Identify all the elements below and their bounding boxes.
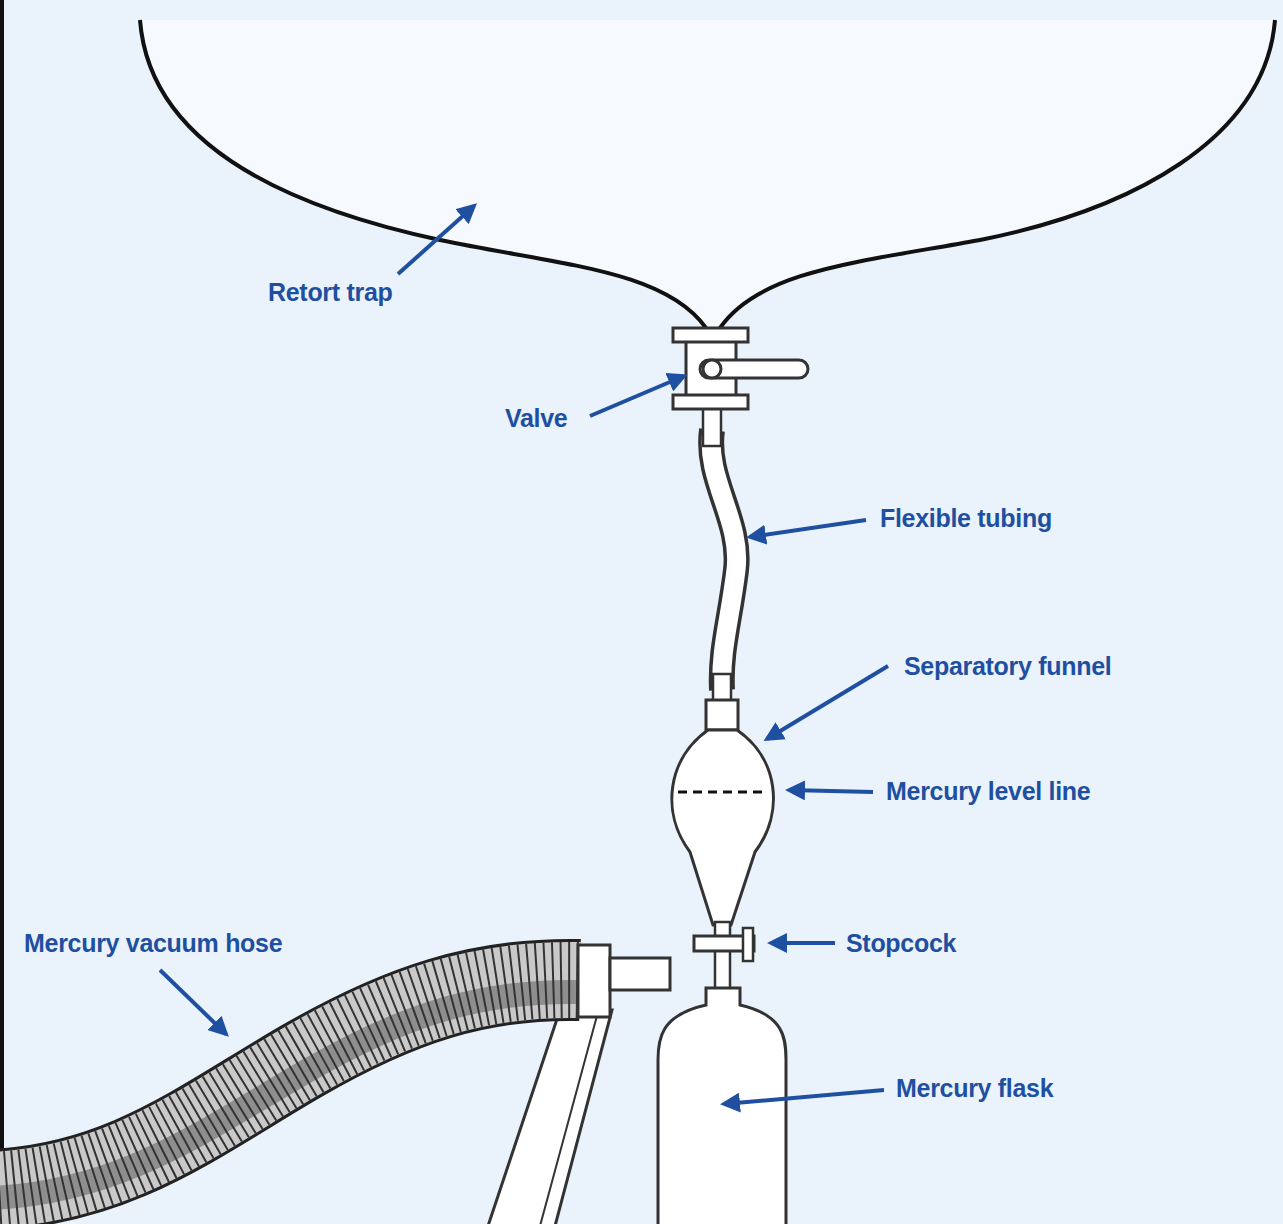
part-label: Valve (505, 403, 567, 433)
stopcock-stem (715, 922, 730, 992)
vacuum-wand-edge (540, 1012, 598, 1224)
funnel-neck (706, 700, 738, 730)
retort-trap-fill (140, 20, 1275, 328)
leader-arrow (398, 206, 474, 274)
valve-flange (673, 328, 748, 342)
part-label: Mercury level line (886, 776, 1090, 806)
valve-handle (700, 360, 808, 378)
part-label: Mercury vacuum hose (24, 928, 282, 958)
leader-arrow (590, 376, 684, 416)
stopcock-handle (743, 928, 753, 961)
part-label: Retort trap (268, 277, 392, 307)
leader-arrow (750, 520, 866, 537)
left-edge (0, 0, 4, 1224)
leader-arrow (789, 790, 873, 792)
hose-ribs (0, 980, 580, 1190)
part-label: Stopcock (846, 928, 956, 958)
retort-trap-outline (140, 20, 706, 328)
part-label: Mercury flask (896, 1073, 1053, 1103)
leader-arrow (160, 970, 226, 1034)
retort-trap-outline (720, 20, 1275, 328)
separatory-funnel (672, 730, 774, 925)
leader-arrow (771, 941, 835, 945)
tubing-outline (711, 430, 737, 690)
hose-nozzle (578, 945, 610, 1017)
valve-flange (673, 395, 748, 409)
valve-pivot (703, 360, 721, 378)
mercury-flask (658, 988, 786, 1224)
tubing-fill (711, 430, 737, 690)
part-label: Separatory funnel (904, 651, 1111, 681)
part-label: Flexible tubing (880, 503, 1052, 533)
mercury-level-line (678, 791, 767, 794)
hose-shade (0, 992, 580, 1198)
tubing-connector (703, 408, 721, 446)
vacuum-wand (488, 1010, 612, 1224)
hose-nozzle-tip (610, 958, 670, 990)
leader-arrow (724, 1090, 884, 1104)
leader-arrow (767, 666, 888, 739)
